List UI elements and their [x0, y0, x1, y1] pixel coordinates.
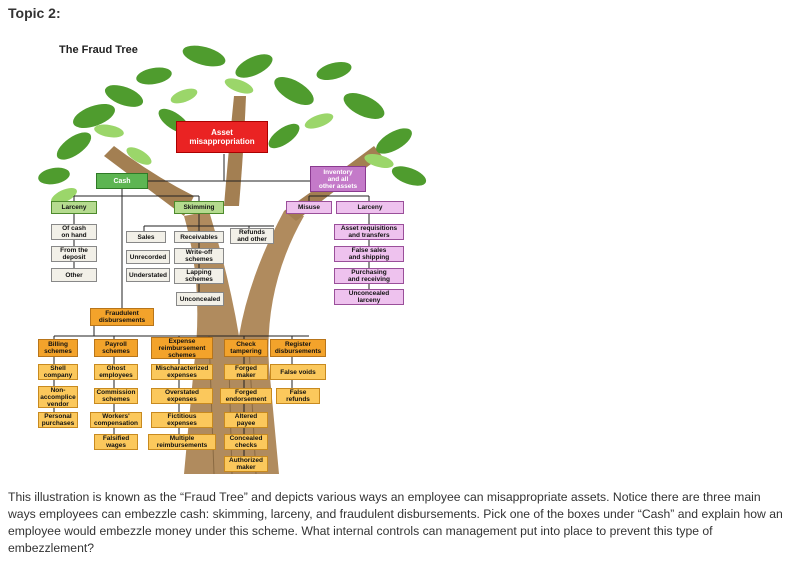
other-box: Other — [51, 268, 97, 282]
receivables-box: Receivables — [174, 231, 224, 243]
unconcealed-larceny-box: Unconcealed larceny — [334, 289, 404, 305]
fraud-tree-figure: The Fraud Tree Asset misappropriation Ca… — [34, 36, 430, 474]
figure-title: The Fraud Tree — [59, 44, 138, 56]
purchasing-box: Purchasing and receiving — [334, 268, 404, 284]
mischaracterized-box: Mischaracterized expenses — [151, 364, 213, 380]
asset-misappropriation-box: Asset misappropriation — [176, 121, 268, 153]
overstated-box: Overstated expenses — [151, 388, 213, 404]
payroll-box: Payroll schemes — [94, 339, 138, 357]
question-paragraph: This illustration is known as the “Fraud… — [8, 490, 783, 555]
forged-maker-box: Forged maker — [224, 364, 268, 380]
forged-endorsement-box: Forged endorsement — [220, 388, 272, 404]
unconcealed-box: Unconcealed — [176, 292, 224, 306]
fictitious-box: Fictitious expenses — [151, 412, 213, 428]
expense-box: Expense reimbursement schemes — [151, 337, 213, 359]
authorized-maker-box: Authorized maker — [224, 456, 268, 472]
lapping-box: Lapping schemes — [174, 268, 224, 284]
concealed-checks-box: Concealed checks — [224, 434, 268, 450]
multiple-reimbursements-box: Multiple reimbursements — [148, 434, 216, 450]
asset-requisitions-box: Asset requisitions and transfers — [334, 224, 404, 240]
commission-box: Commission schemes — [94, 388, 138, 404]
shell-company-box: Shell company — [38, 364, 78, 380]
topic-heading: Topic 2: — [8, 5, 61, 21]
false-sales-box: False sales and shipping — [334, 246, 404, 262]
larceny-cash-box: Larceny — [51, 201, 97, 214]
unrecorded-box: Unrecorded — [126, 250, 170, 264]
larceny-inventory-box: Larceny — [336, 201, 404, 214]
fraudulent-disbursements-box: Fraudulent disbursements — [90, 308, 154, 326]
check-tampering-box: Check tampering — [224, 339, 268, 357]
refunds-other-box: Refunds and other — [230, 228, 274, 244]
sales-box: Sales — [126, 231, 166, 243]
false-voids-box: False voids — [270, 364, 326, 380]
inventory-box: Inventory and all other assets — [310, 166, 366, 192]
falsified-wages-box: Falsified wages — [94, 434, 138, 450]
workers-compensation-box: Workers' compensation — [90, 412, 142, 428]
register-disbursements-box: Register disbursements — [270, 339, 326, 357]
skimming-box: Skimming — [174, 201, 224, 214]
misuse-box: Misuse — [286, 201, 332, 214]
non-accomplice-box: Non- accomplice vendor — [38, 386, 78, 408]
cash-box: Cash — [96, 173, 148, 189]
personal-purchases-box: Personal purchases — [38, 412, 78, 428]
of-cash-on-hand-box: Of cash on hand — [51, 224, 97, 240]
from-deposit-box: From the deposit — [51, 246, 97, 262]
understated-box: Understated — [126, 268, 170, 282]
ghost-employees-box: Ghost employees — [94, 364, 138, 380]
false-refunds-box: False refunds — [276, 388, 320, 404]
billing-box: Billing schemes — [38, 339, 78, 357]
altered-payee-box: Altered payee — [224, 412, 268, 428]
write-off-box: Write-off schemes — [174, 248, 224, 264]
